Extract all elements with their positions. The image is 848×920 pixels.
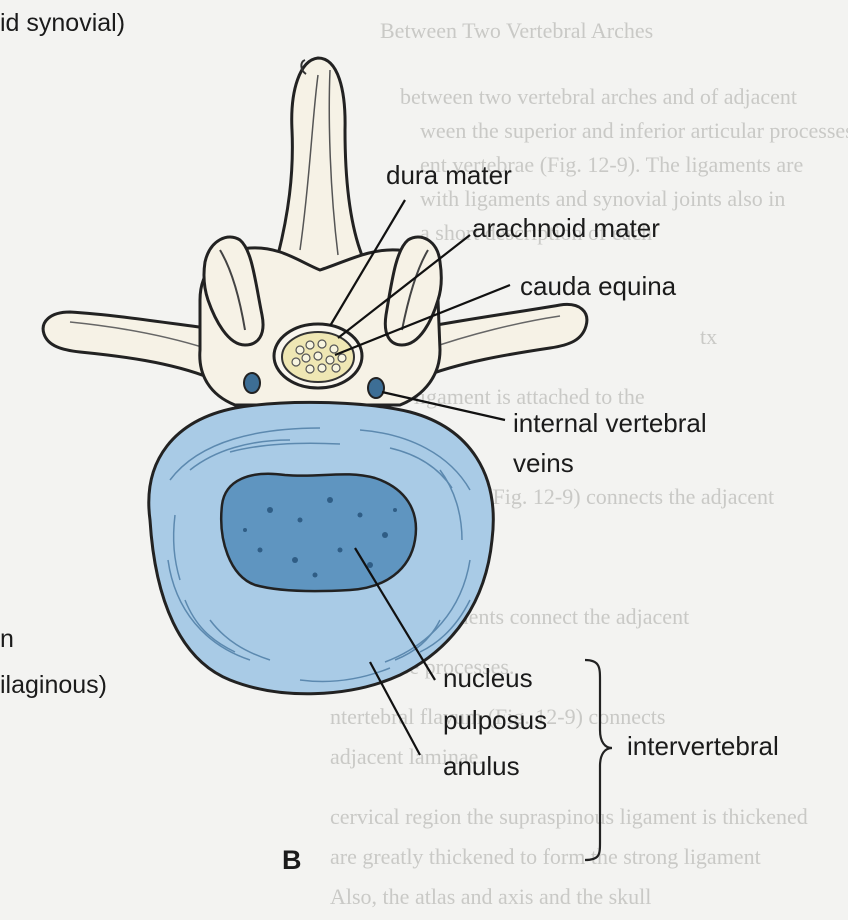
label-internal-vertebral: internal vertebral <box>513 408 707 438</box>
label-dura-mater: dura mater <box>386 160 512 190</box>
label-intervertebral: intervertebral <box>627 731 779 761</box>
intervertebral-bracket <box>585 660 612 860</box>
cropped-text-cartilaginous: ilaginous) <box>0 670 107 700</box>
label-pulposus: pulposus <box>443 705 547 735</box>
nucleus-pulposus <box>221 474 416 591</box>
label-anulus: anulus <box>443 751 520 781</box>
left-vein <box>244 373 260 393</box>
right-vein <box>368 378 384 398</box>
figure-letter: B <box>282 845 302 875</box>
label-nucleus: nucleus <box>443 663 533 693</box>
cropped-text-n: n <box>0 624 14 654</box>
label-cauda-equina: cauda equina <box>520 271 676 301</box>
cropped-text-top-left: id synovial) <box>0 8 125 38</box>
label-veins: veins <box>513 448 574 478</box>
label-arachnoid-mater: arachnoid mater <box>472 213 660 243</box>
